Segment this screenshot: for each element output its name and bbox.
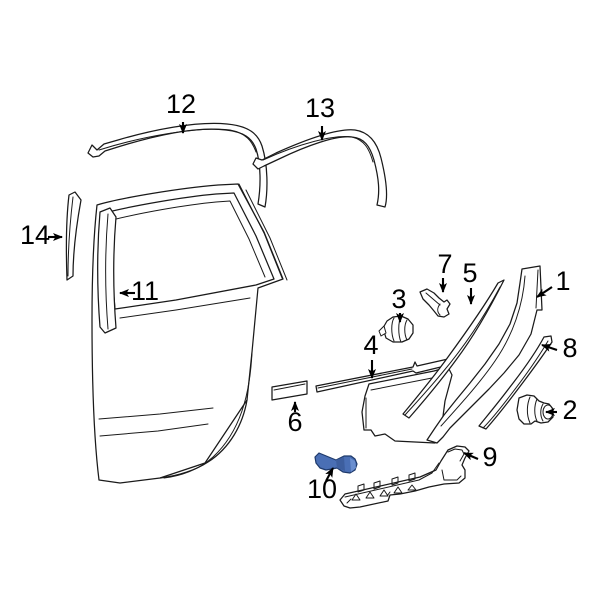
part-9-rocker-panel-molding bbox=[339, 445, 470, 509]
callout-label-11: 11 bbox=[131, 276, 159, 306]
callout-label-2: 2 bbox=[562, 395, 577, 425]
callout-label-1: 1 bbox=[555, 266, 570, 296]
leader-9 bbox=[463, 452, 479, 461]
callout-label-13: 13 bbox=[305, 93, 335, 123]
part-5-wheel-opening-molding-trim bbox=[402, 279, 505, 419]
leader-10 bbox=[325, 467, 334, 482]
callout-label-12: 12 bbox=[166, 89, 196, 119]
part-12-roof-drip-molding-front bbox=[87, 122, 268, 208]
part-2-retainer-clip-grommet bbox=[516, 394, 554, 425]
rear-door-panel-outline bbox=[91, 183, 288, 484]
part-11-door-window-frame-front-trim bbox=[97, 207, 117, 334]
callout-label-3: 3 bbox=[391, 284, 406, 314]
part-7-trim-fastener-clip bbox=[419, 288, 451, 318]
callout-label-10: 10 bbox=[307, 474, 337, 504]
callout-label-6: 6 bbox=[287, 407, 302, 437]
callout-label-7: 7 bbox=[437, 249, 452, 279]
callout-label-8: 8 bbox=[562, 333, 577, 363]
part-3-push-in-retainer-clip bbox=[378, 315, 414, 343]
callout-label-14: 14 bbox=[20, 220, 50, 250]
callout-label-4: 4 bbox=[363, 330, 378, 360]
part-14-door-window-frame-rear-trim bbox=[65, 191, 82, 281]
callout-label-9: 9 bbox=[482, 442, 497, 472]
leader-8 bbox=[541, 344, 558, 352]
part-6-door-molding-end-cap bbox=[271, 380, 308, 401]
part-13-roof-drip-molding-rear bbox=[252, 129, 388, 208]
leader-1 bbox=[536, 286, 553, 298]
quarter-panel-wheel-arch-sheetmetal bbox=[426, 265, 543, 444]
callout-label-5: 5 bbox=[462, 258, 477, 288]
part-8-quarter-panel-rear-molding bbox=[478, 335, 553, 430]
callout-labels: 1 2 3 4 5 6 7 8 9 10 11 12 13 14 bbox=[20, 89, 578, 504]
